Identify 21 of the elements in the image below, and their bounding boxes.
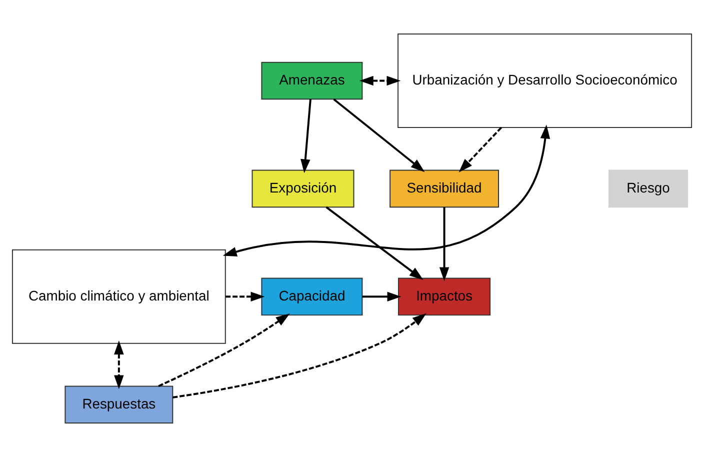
node-box: Sensibilidad <box>390 170 499 208</box>
arrow <box>172 313 426 398</box>
arrow <box>222 124 550 256</box>
node-box: Exposición <box>252 170 354 208</box>
arrow <box>326 206 424 280</box>
arrow <box>226 292 265 302</box>
node-box: Riesgo <box>608 170 688 208</box>
arrow <box>158 314 290 388</box>
arrow <box>333 98 425 172</box>
node-box: Capacidad <box>261 278 363 316</box>
arrow <box>458 126 502 172</box>
node-box: Urbanización y Desarrollo Socioeconómico <box>398 33 692 128</box>
node-box: Cambio climático y ambiental <box>12 249 226 344</box>
arrow <box>300 99 312 174</box>
node-box: Impactos <box>398 278 491 316</box>
arrow <box>114 340 124 390</box>
arrow <box>359 76 401 86</box>
node-box: Amenazas <box>261 62 363 100</box>
node-box: Respuestas <box>64 386 174 424</box>
arrow <box>439 207 450 282</box>
arrow <box>362 292 402 302</box>
